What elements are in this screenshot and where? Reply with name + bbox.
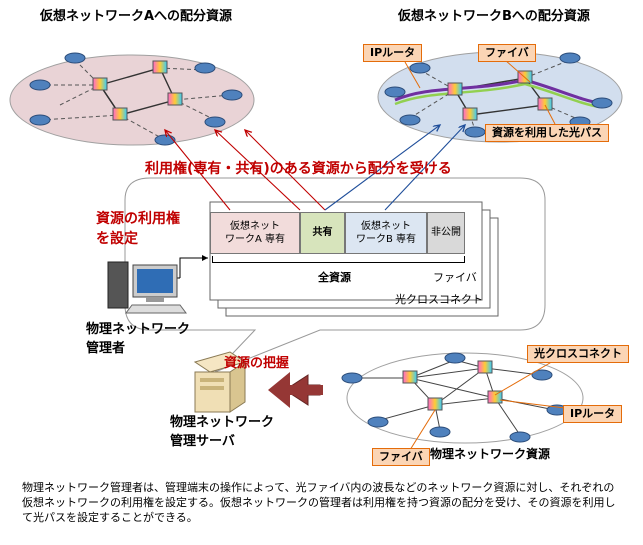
allocation-banner: 利用権(専有・共有)のある資源から配分を受ける — [145, 161, 452, 177]
oxc-layer-label: 光クロスコネクト — [395, 293, 483, 306]
operator-pc — [107, 261, 187, 314]
callout-ip-router-b: IPルータ — [363, 44, 423, 63]
network-b-title: 仮想ネットワークBへの配分資源 — [398, 9, 590, 24]
bracket-left — [212, 256, 213, 263]
total-resource-label: 全資源 — [318, 271, 351, 284]
bracket-right — [464, 256, 465, 263]
server-machine — [193, 351, 247, 413]
callout-ip-router-p: IPルータ — [563, 405, 623, 424]
callout-fiber-b: ファイバ — [478, 44, 536, 63]
cell-private: 非公開 — [427, 212, 465, 254]
figure-caption: 物理ネットワーク管理者は、管理端末の操作によって、光ファイバ内の波長などのネット… — [22, 481, 616, 524]
set-rights-arrow — [179, 255, 208, 278]
callout-oxc: 光クロスコネクト — [527, 345, 629, 364]
grasp-arrow-body — [283, 385, 323, 395]
total-resource-bracket — [212, 262, 464, 263]
callout-fiber-p: ファイバ — [372, 448, 430, 467]
operator-label-line2: 管理者 — [86, 341, 126, 356]
grasp-label: 資源の把握 — [224, 356, 290, 371]
operator-label-line1: 物理ネットワーク — [86, 322, 191, 337]
callout-leaders — [404, 59, 566, 451]
allocation-arrows — [165, 125, 465, 211]
callout-lightpath: 資源を利用した光パス — [485, 124, 609, 143]
grasp-arrow-head — [268, 372, 290, 408]
set-rights-label-line2: を設定 — [96, 231, 138, 247]
cell-dedicated-a: 仮想ネットワークA 専有 — [210, 212, 300, 254]
set-rights-label-line1: 資源の利用権 — [96, 211, 180, 227]
server-label-line2: 管理サーバ — [170, 434, 235, 449]
fiber-layer-label: ファイバ — [433, 271, 477, 284]
virtual-network-b-ring — [377, 51, 623, 143]
cell-shared: 共有 — [300, 212, 345, 254]
physical-network-ring — [341, 352, 584, 444]
virtual-network-a-ring — [9, 52, 255, 146]
network-a-title: 仮想ネットワークAへの配分資源 — [40, 9, 233, 24]
physical-network-title: 物理ネットワーク資源 — [430, 447, 551, 461]
cell-dedicated-b: 仮想ネットワークB 専有 — [345, 212, 427, 254]
server-label-line1: 物理ネットワーク — [170, 415, 275, 430]
